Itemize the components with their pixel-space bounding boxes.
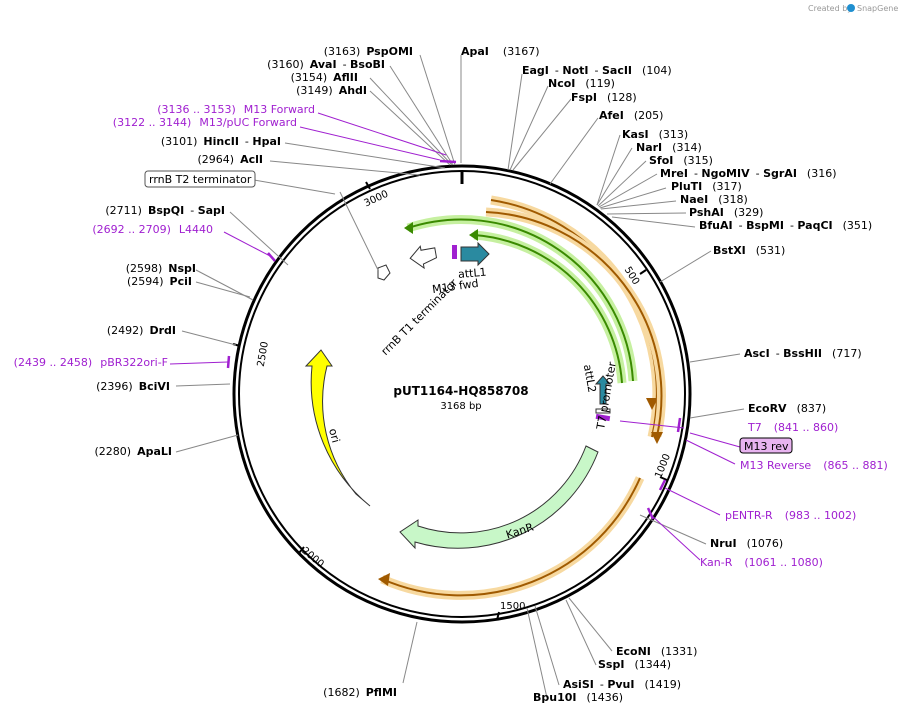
rrnb-t1-feature[interactable] [408,244,438,270]
t7-primer-feature[interactable] [595,413,611,422]
enzyme-label-bfuai[interactable]: BfuAI- BspMI- PaqCI(351) [699,219,872,232]
primer-label-t7[interactable]: T7(841 .. 860) [747,421,838,434]
kanr-feature[interactable] [399,445,599,550]
enzyme-label-pluti[interactable]: PluTI(317) [671,180,742,193]
green-arc-2 [473,234,623,384]
backbone-inner-circle [238,170,686,618]
enzyme-label-bstxi[interactable]: BstXI(531) [713,244,785,257]
primer-label-m13-forward[interactable]: (3136 .. 3153)M13 Forward [157,103,315,116]
enzyme-label-econi[interactable]: EcoNI(1331) [616,645,697,658]
enzyme-label-ecorv[interactable]: EcoRV(837) [748,402,826,415]
enzyme-label-nrui[interactable]: NruI(1076) [710,537,783,550]
orf-arc-2-arrow [651,432,663,444]
primer-label-pentr-r[interactable]: pENTR-R(983 .. 1002) [725,509,856,522]
backbone-outer-circle [232,164,692,624]
enzyme-label-apali[interactable]: (2280)ApaLI [95,445,173,458]
orf-arc-3 [381,477,641,597]
enzyme-label-hincii[interactable]: (3101)HincII- HpaI [161,135,281,148]
rrnb-t2-label: rrnB T2 terminator [149,173,252,186]
green-arc-2-arrow [469,229,478,241]
enzyme-label-afei[interactable]: AfeI(205) [599,109,663,122]
watermark: Created by SnapGene [808,4,898,13]
primer-label-pbr322ori-f[interactable]: (2439 .. 2458)pBR322ori-F [14,356,168,369]
enzyme-label-acli[interactable]: (2964)AclI [198,153,263,166]
attl2-feature[interactable] [594,375,612,405]
enzyme-label-asci[interactable]: AscI- BssHII(717) [744,347,862,360]
tick-mark [298,546,305,554]
rrnb-t2-feature[interactable] [377,264,391,281]
green-arc-1-arrow [404,222,413,234]
enzyme-label-bcivi[interactable]: (2396)BciVI [96,380,170,393]
m13-fwd-label: M13 fwd [431,277,479,296]
enzyme-label-pflmi[interactable]: (1682)PflMI [323,686,397,699]
enzyme-label-bpu10i[interactable]: Bpu10I(1436) [533,691,623,704]
enzyme-label-mrei[interactable]: MreI- NgoMIV- SgrAI(316) [660,167,837,180]
enzyme-label-fspi[interactable]: FspI(128) [571,91,637,104]
tick-label: 1500 [500,601,525,612]
primer-label-m13-rev: M13 rev [744,440,789,453]
attl1-label: attL1 [458,266,488,281]
enzyme-label-avai[interactable]: (3160)AvaI- BsoBI [267,58,385,71]
enzyme-label-ncoi[interactable]: NcoI(119) [548,77,615,90]
plasmid-size: 3168 bp [440,401,481,412]
t7-promoter-label: T7 promoter [594,360,619,431]
m13-rev-box[interactable] [739,437,793,454]
ori-label: ori [326,427,342,444]
primer-leaders [169,112,741,561]
primer-marks [226,159,682,520]
primer-label-l4440[interactable]: (2692 .. 2709)L4440 [92,223,213,236]
ori-feature[interactable] [304,349,371,507]
enzyme-leaders [175,54,745,699]
attl2-label: attL2 [581,363,599,393]
primer-label-m13-reverse[interactable]: M13 Reverse(865 .. 881) [740,459,888,472]
enzyme-label-pspomi[interactable]: (3163)PspOMI [324,45,413,58]
orf-arcs [378,195,666,600]
rrnb-t1-label: rrnB T1 terminator [379,276,461,358]
t7-promoter-feature[interactable] [595,408,611,414]
enzyme-label-pshai[interactable]: PshAI(329) [689,206,763,219]
enzyme-label-nari[interactable]: NarI(314) [636,141,702,154]
enzyme-labels-left: (3163)PspOMI (3160)AvaI- BsoBI (3154)Afl… [95,45,414,699]
plasmid-name: pUT1164-HQ858708 [393,384,528,398]
orf-arc-2 [485,211,663,437]
enzyme-label-eagi[interactable]: EagI- NotI- SacII(104) [522,64,672,77]
enzyme-label-drdi[interactable]: (2492)DrdI [107,324,176,337]
enzyme-label-sfoi[interactable]: SfoI(315) [649,154,713,167]
snapgene-logo-icon [847,4,855,12]
tick-label: 2500 [256,341,271,368]
enzyme-label-nspi[interactable]: (2598)NspI [126,262,196,275]
enzyme-label-apai[interactable]: ApaI(3167) [461,45,539,58]
green-arcs [404,215,638,384]
enzyme-label-pcii[interactable]: (2594)PciI [127,275,192,288]
enzyme-label-aflii[interactable]: (3154)AflII [291,71,358,84]
rrnb-t2-label-box[interactable] [144,170,256,188]
watermark-prefix: Created by [808,4,852,13]
tick-mark [659,476,668,481]
orf-arc-3-arrow [378,573,390,586]
enzyme-label-bspqi[interactable]: (2711)BspQI- SapI [105,204,225,217]
orf-arc-1-arrow [646,398,658,410]
watermark-brand: SnapGene [857,4,898,13]
tick-mark [365,181,371,190]
enzyme-label-ahdi[interactable]: (3149)AhdI [296,84,367,97]
primer-labels: (3136 .. 3153)M13 Forward (3122 .. 3144)… [14,103,888,569]
enzyme-label-kasi[interactable]: KasI(313) [622,128,688,141]
enzyme-label-asisi[interactable]: AsiSI- PvuI(1419) [563,678,681,691]
enzyme-labels-right: ApaI(3167) EagI- NotI- SacII(104) NcoI(1… [461,45,872,704]
tick-mark [496,611,500,621]
primer-label-m13-puc-forward[interactable]: (3122 .. 3144)M13/pUC Forward [113,116,297,129]
m13-fwd-feature[interactable] [452,245,457,259]
enzyme-label-sspi[interactable]: SspI(1344) [598,658,671,671]
attl1-feature[interactable] [460,241,490,267]
primer-label-kan-r[interactable]: Kan-R(1061 .. 1080) [700,556,823,569]
enzyme-label-naei[interactable]: NaeI(318) [680,193,748,206]
green-arc-1 [407,218,634,382]
tick-mark [639,269,647,275]
